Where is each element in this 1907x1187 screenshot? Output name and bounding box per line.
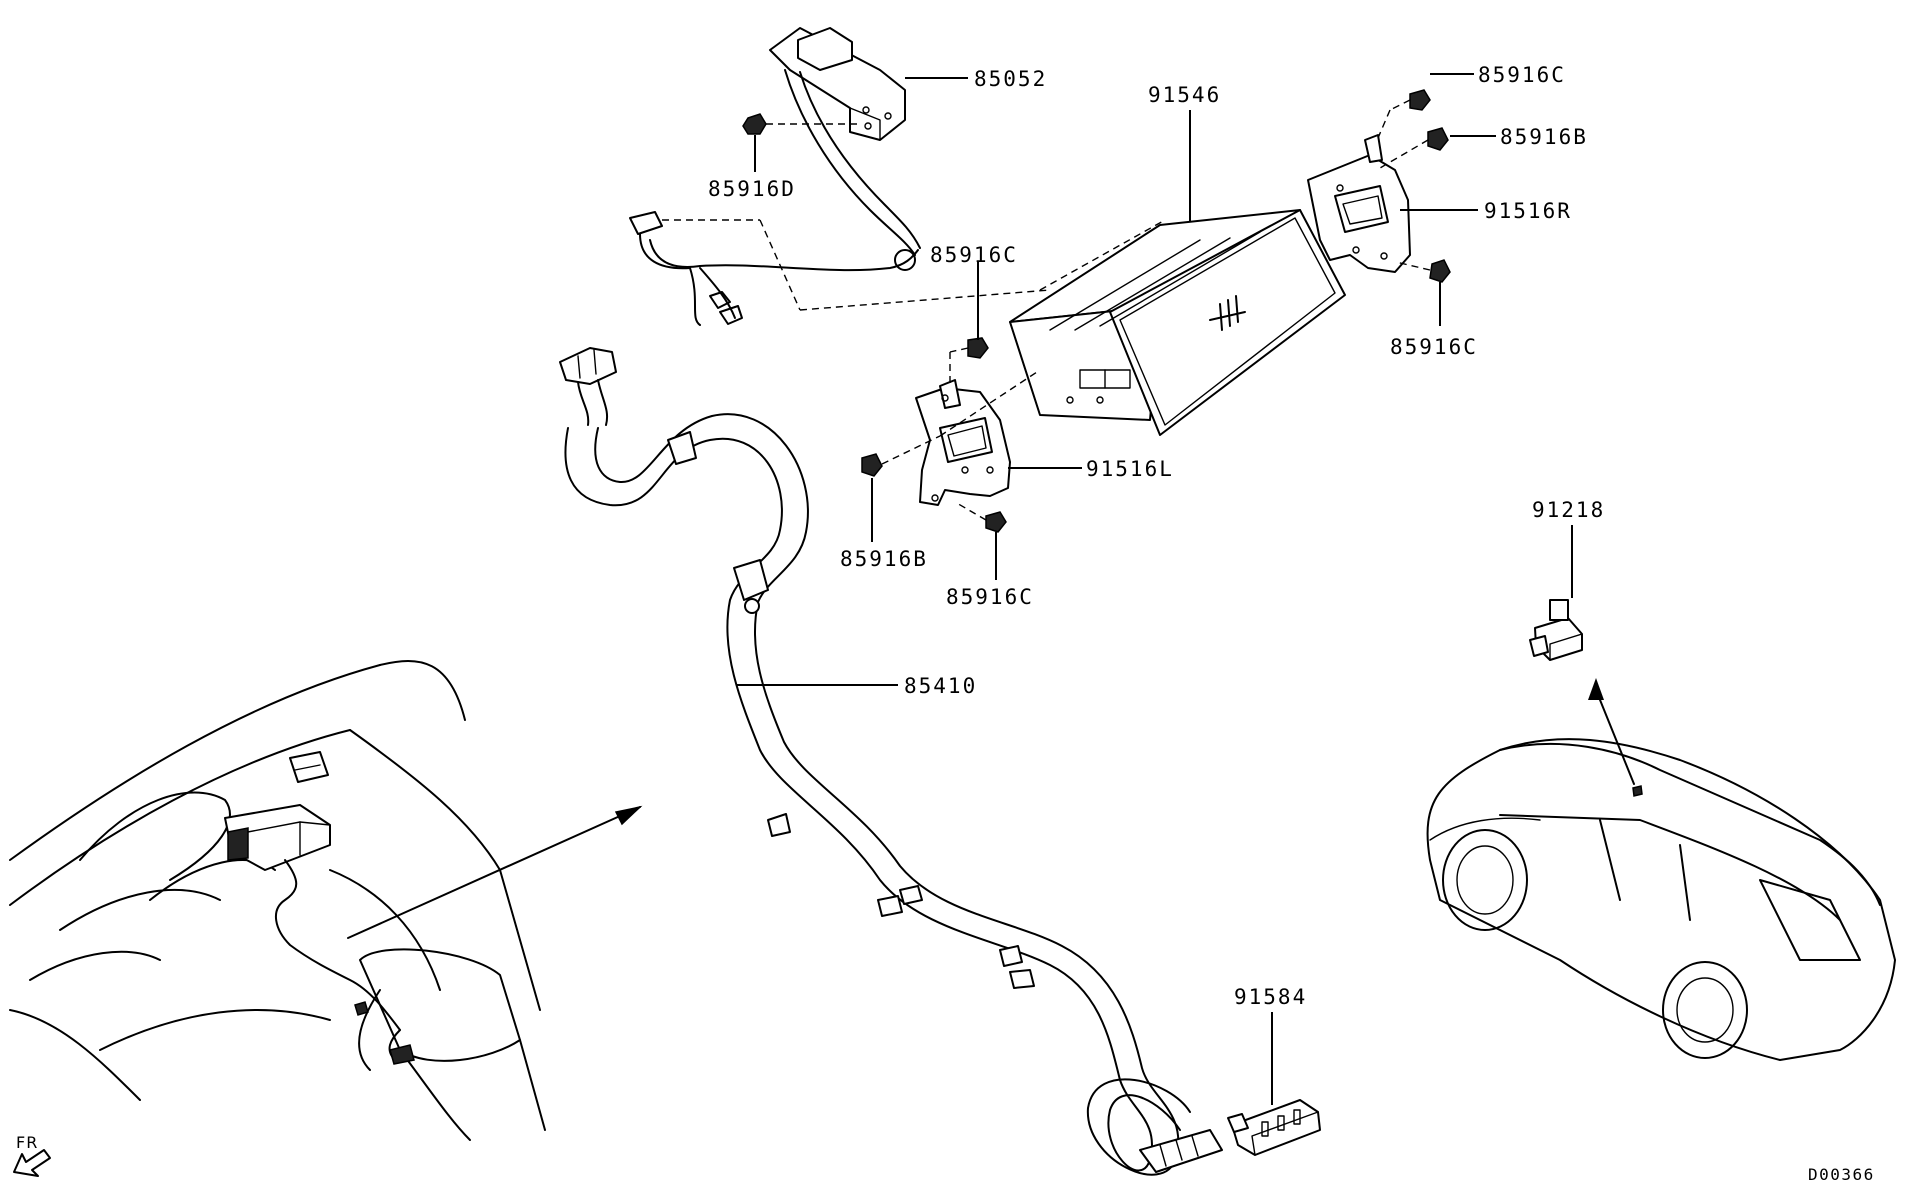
main-harness-85410 <box>559 347 1223 1176</box>
bolt-85916C-right <box>1395 259 1451 283</box>
bracket-91516L <box>915 379 1011 506</box>
part-91584 <box>1227 1012 1321 1156</box>
fr-label: FR <box>16 1133 38 1152</box>
switch-91218 <box>1529 525 1583 661</box>
label-85916C-right: 85916C <box>1390 335 1478 359</box>
dashboard-illustration <box>9 659 643 1141</box>
label-85916C-top: 85916C <box>1478 63 1566 87</box>
label-85916C-mid: 85916C <box>930 243 1018 267</box>
leader-lines <box>736 73 1496 686</box>
label-85410: 85410 <box>904 674 977 698</box>
label-91218: 91218 <box>1532 498 1605 522</box>
bolt-85916C-mid <box>949 337 989 388</box>
bolt-85916C-bottom <box>954 501 1007 533</box>
label-85916B-left: 85916B <box>840 547 928 571</box>
bolt-85916B-top <box>1379 127 1449 169</box>
label-85916C-bottom: 85916C <box>946 585 1034 609</box>
label-91546: 91546 <box>1148 83 1221 107</box>
bracket-85052 <box>769 27 921 271</box>
label-85916D: 85916D <box>708 177 796 201</box>
front-direction-marker: FR <box>13 1133 51 1177</box>
navigation-unit-91546 <box>1009 209 1346 436</box>
sub-harness <box>629 211 1051 326</box>
diagram-code: D00366 <box>1808 1165 1875 1184</box>
bolt-85916C-top <box>1377 89 1431 139</box>
bolt-85916D <box>742 113 860 135</box>
bracket-91516R <box>1307 134 1411 273</box>
label-91584: 91584 <box>1234 985 1307 1009</box>
part-labels: 85052 85916D 91546 85916C 85916B 91516R … <box>708 63 1605 1009</box>
label-91516R: 91516R <box>1484 199 1572 223</box>
label-91516L: 91516L <box>1086 457 1174 481</box>
front-arrow-icon <box>13 1149 51 1177</box>
bolt-85916B-left <box>861 369 1041 477</box>
car-illustration <box>1426 678 1896 1061</box>
label-85052: 85052 <box>974 67 1047 91</box>
label-85916B-top: 85916B <box>1500 125 1588 149</box>
